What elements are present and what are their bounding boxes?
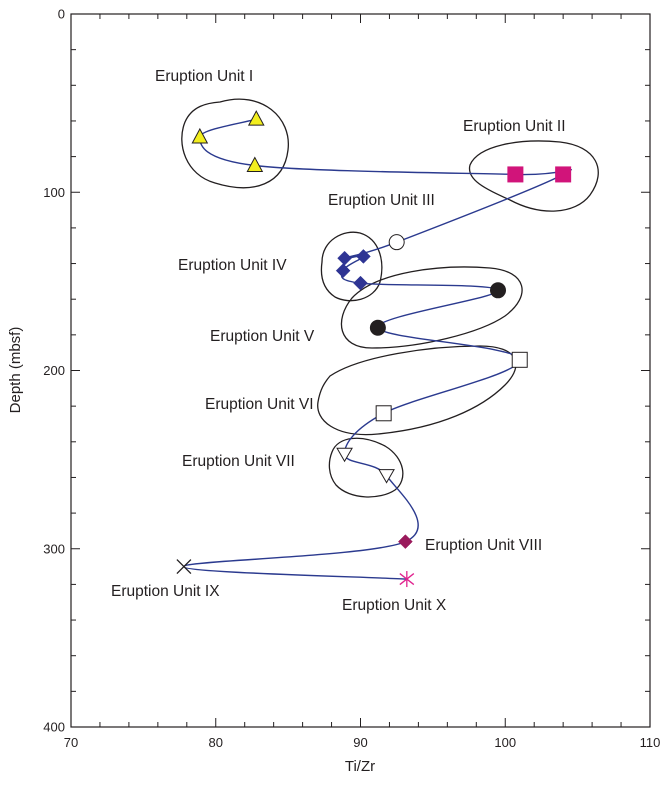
unit-1-data-point xyxy=(191,127,209,144)
eruption-unit-label: Eruption Unit IV xyxy=(178,257,287,274)
eruption-unit-label: Eruption Unit VIII xyxy=(425,537,542,554)
eruption-unit-label: Eruption Unit IX xyxy=(111,583,220,600)
unit-3-data-point xyxy=(388,234,405,251)
unit-6-data-point xyxy=(511,351,528,368)
unit-v-enclosure xyxy=(340,266,523,349)
eruption-unit-label: Eruption Unit V xyxy=(210,328,315,345)
unit-9-data-point xyxy=(176,559,192,575)
y-tick-label: 400 xyxy=(43,720,65,735)
y-tick-label: 200 xyxy=(43,363,65,378)
unit-i-enclosure xyxy=(181,98,289,189)
unit-1-data-point xyxy=(247,110,265,126)
unit-4-data-point xyxy=(353,275,368,291)
x-tick-label: 100 xyxy=(494,735,516,750)
unit-4-data-point xyxy=(335,263,351,279)
unit-iv-enclosure xyxy=(320,231,383,302)
x-tick-label: 70 xyxy=(64,735,78,750)
x-tick-label: 80 xyxy=(209,735,223,750)
chart-text: Ti/Zr Depth (mbsf) 70 80 90 100 110 0 100 200 30… xyxy=(7,7,660,776)
unit-4-data-point xyxy=(337,250,352,266)
unit-7-data-point xyxy=(378,469,395,484)
y-tick-label: 100 xyxy=(43,185,65,200)
asterisk-stroke xyxy=(399,573,415,586)
unit-1-data-point xyxy=(246,156,264,173)
unit-vii-enclosure xyxy=(328,437,404,498)
eruption-unit-label: Eruption Unit I xyxy=(155,68,253,85)
unit-6-data-point xyxy=(375,405,392,422)
x-tick-label: 110 xyxy=(640,735,661,750)
y-tick-label: 0 xyxy=(58,7,65,22)
unit-8-data-point xyxy=(398,534,413,549)
unit-vi-enclosure xyxy=(317,345,517,436)
x-tick-label: 90 xyxy=(353,735,367,750)
y-axis-title: Depth (mbsf) xyxy=(7,327,24,414)
x-axis-title: Ti/Zr xyxy=(345,758,375,775)
unit-2-data-point xyxy=(507,166,524,183)
unit-5-data-point xyxy=(369,319,386,336)
eruption-unit-label: Eruption Unit VI xyxy=(205,396,314,413)
eruption-unit-label: Eruption Unit X xyxy=(342,597,447,614)
eruption-unit-label: Eruption Unit VII xyxy=(182,453,295,470)
eruption-unit-label: Eruption Unit II xyxy=(463,118,566,135)
y-tick-label: 300 xyxy=(43,541,65,556)
eruption-unit-label: Eruption Unit III xyxy=(328,192,435,209)
axis-ticks xyxy=(70,13,651,728)
unit-2-data-point xyxy=(555,166,572,183)
x-stroke xyxy=(176,559,192,575)
unit-7-data-point xyxy=(336,447,353,463)
eruption-unit-enclosures xyxy=(181,98,599,498)
unit-5-data-point xyxy=(490,282,507,299)
data-markers xyxy=(176,110,572,588)
unit-ii-enclosure xyxy=(468,140,599,212)
unit-10-data-point xyxy=(399,571,415,588)
unit-4-data-point xyxy=(356,249,371,264)
